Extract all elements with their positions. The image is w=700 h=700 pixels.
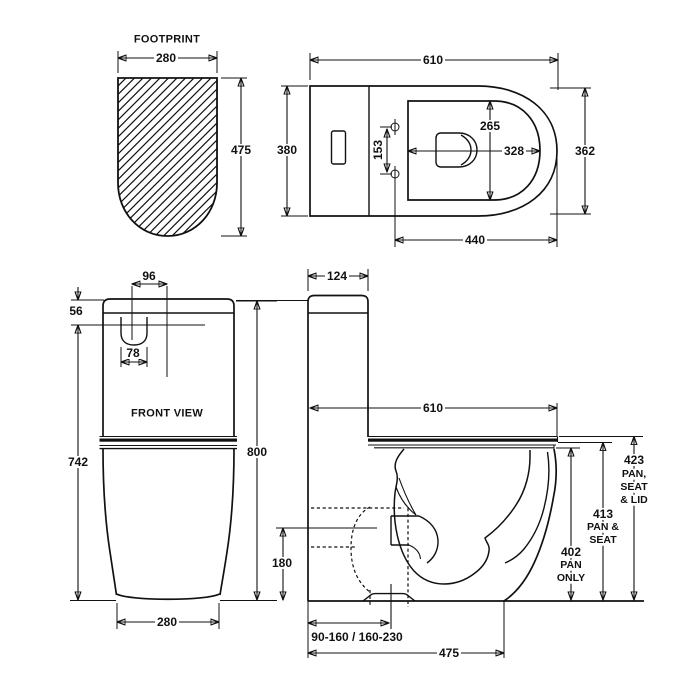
plan-water-spot [435,132,478,168]
dim-recess-width: 78 [124,346,142,360]
side-jet-channel [398,477,417,516]
plan-body-outline [309,85,558,217]
side-rim-inner-line [504,451,550,564]
front-seat-band [99,438,237,442]
side-seat-band [368,438,558,442]
dim-pan-seat-lid-word-1: PAN, [620,467,648,480]
dim-lid-height: 56 [67,304,85,318]
dim-inlet-height: 180 [269,556,295,570]
dim-holes-to-front: 440 [462,233,488,247]
dim-seat-width: 328 [501,144,527,158]
plan-view [281,53,591,247]
dim-hole-spacing: 153 [371,137,385,163]
dim-pan-seat-value: 413 [590,507,616,521]
dim-front-end-depth: 362 [572,144,598,158]
dim-button-width: 96 [140,269,158,283]
dashed-p-trap [350,506,371,593]
dim-setout-range: 90-160 / 160-230 [309,630,405,644]
dim-seat-depth: 265 [477,119,503,133]
dim-plan-width: 610 [420,53,446,67]
dim-pan-seat-lid-word-2: SEAT [619,480,649,493]
dim-base-depth: 475 [436,646,462,660]
dim-base-width: 280 [154,615,180,629]
dim-pan-only-word-2: ONLY [555,571,587,584]
front-pan-base [116,593,220,601]
front-cistern-outline [102,298,235,437]
dim-footprint-depth: 475 [228,143,254,157]
dim-plan-depth: 380 [274,143,300,157]
side-trap-weir [418,515,439,564]
dim-height-under-lid: 742 [65,455,91,469]
side-bowl-outline [393,448,531,585]
dim-pan-only-word-1: PAN [559,558,583,571]
footprint-title: FOOTPRINT [133,33,201,46]
side-cistern-outline [307,294,369,601]
dim-cistern-depth: 124 [324,269,350,283]
dim-footprint-width: 280 [153,51,179,65]
outlet-flange [362,592,416,602]
footprint-shape [117,77,218,237]
side-pan-profile [503,448,558,602]
front-button-recess [120,317,148,346]
dim-side-depth: 610 [420,401,446,415]
dim-pan-seat-word-1: PAN & [586,520,620,533]
dim-overall-height: 800 [244,445,270,459]
front-pan-right-side [219,448,235,596]
dim-pan-seat-word-2: SEAT [588,533,618,546]
footprint-view [117,51,247,237]
dim-pan-seat-lid-value: 423 [621,453,647,467]
plan-flush-button [330,130,347,165]
dim-pan-seat-lid-word-3: & LID [619,493,649,506]
dim-pan-only-value: 402 [558,545,584,559]
front-view [70,284,277,629]
front-view-title: FRONT VIEW [130,407,204,420]
side-view [236,269,644,658]
front-pan-left-side [102,448,118,596]
